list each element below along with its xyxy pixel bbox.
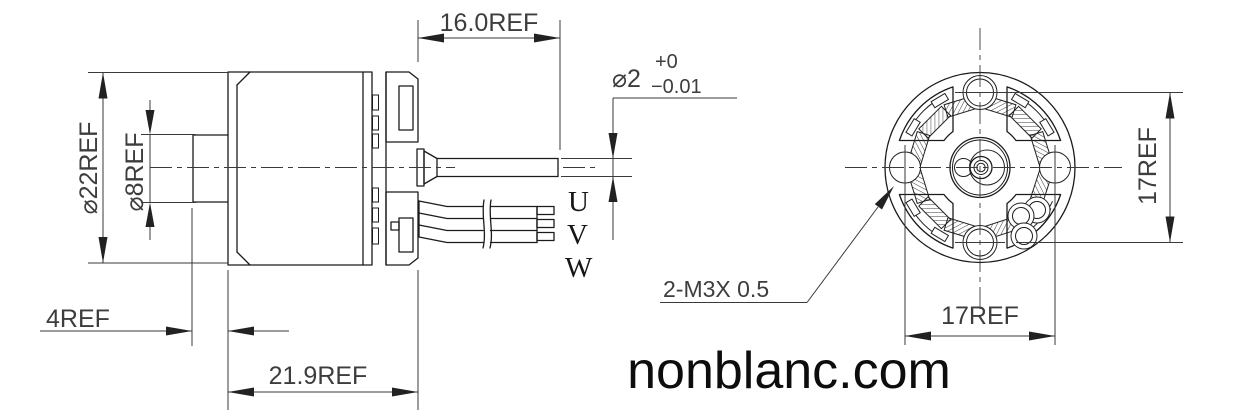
dim-label-shaft-diameter: ⌀2	[612, 65, 641, 93]
wire-label-u: U	[568, 186, 589, 218]
motor-mount	[385, 71, 419, 266]
dim-label-body-length: 21.9REF	[269, 362, 368, 390]
motor-wires	[418, 199, 555, 249]
dim-label-shaft-tol-plus: +0	[655, 51, 678, 73]
dim-label-body-diameter: ⌀22REF	[75, 122, 103, 215]
thread-callout: 2-M3X 0.5	[660, 186, 894, 303]
dim-shaft-length: 16.0REF	[417, 9, 561, 150]
dim-label-boss-length: 4REF	[46, 305, 110, 333]
motor-side-view	[150, 71, 600, 266]
dim-shaft-diameter: ⌀2 +0 −0.01	[561, 51, 737, 240]
dim-label-hole-spacing-vertical: 17REF	[1134, 127, 1162, 205]
wire-pin-u	[536, 205, 555, 216]
wire-label-v: V	[567, 219, 588, 251]
wire-pin-v	[536, 218, 555, 229]
dim-boss-length: 4REF	[40, 208, 289, 346]
dimensions: 16.0REF ⌀2 +0 −0.01 ⌀22REF	[40, 9, 1183, 410]
dim-hole-spacing-horizontal: 17REF	[904, 184, 1056, 345]
wire-labels: U V W	[565, 186, 593, 284]
wire-label-w: W	[565, 252, 593, 284]
dim-body-diameter: ⌀22REF	[75, 72, 228, 264]
dim-label-hole-spacing-horizontal: 17REF	[941, 302, 1019, 330]
wire-pin-w	[536, 231, 555, 242]
watermark-text: nonblanc.com	[627, 342, 951, 400]
front-centerlines	[845, 28, 1122, 310]
motor-bell	[227, 71, 373, 266]
dim-label-shaft-tol-minus: −0.01	[651, 76, 702, 98]
thread-callout-label: 2-M3X 0.5	[663, 276, 769, 302]
stator-laminations	[372, 94, 379, 245]
rear-boss	[192, 134, 229, 203]
dim-label-shaft-length: 16.0REF	[440, 9, 539, 37]
dim-body-length: 21.9REF	[227, 270, 419, 410]
dim-hole-spacing-vertical: 17REF	[1002, 92, 1183, 243]
dim-boss-diameter: ⌀8REF	[121, 100, 196, 240]
motor-front-view	[845, 28, 1122, 310]
dim-label-boss-diameter: ⌀8REF	[121, 133, 149, 212]
